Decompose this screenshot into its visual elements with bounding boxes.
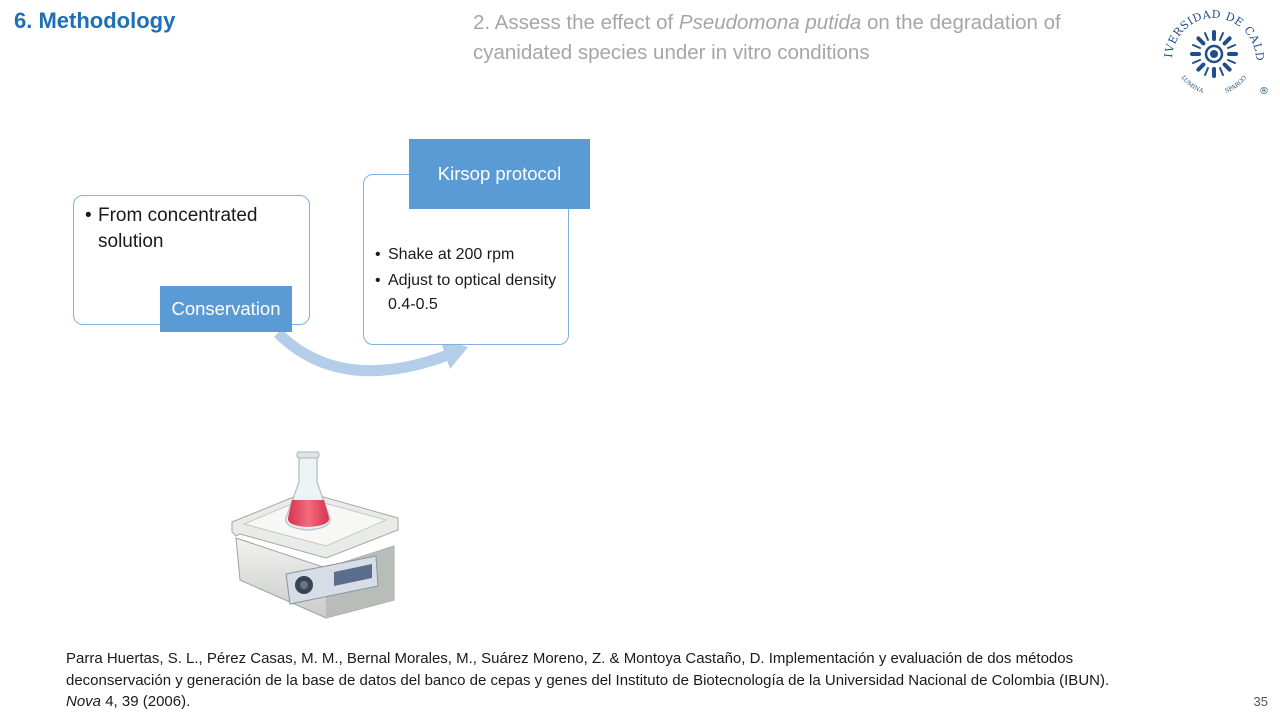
conservation-bullets: From concentrated solution (80, 203, 300, 255)
university-seal-logo: UNIVERSIDAD DE CALDAS LUMINA SPARGO (1158, 2, 1269, 97)
conservation-label: Conservation (160, 286, 292, 332)
citation-text: Parra Huertas, S. L., Pérez Casas, M. M.… (66, 650, 1110, 689)
page-number: 35 (1253, 694, 1268, 709)
sun-icon (1190, 30, 1238, 78)
conservation-bullet: From concentrated solution (80, 203, 300, 255)
flow-arrow (274, 329, 468, 377)
objective-species: Pseudomona putida (678, 11, 862, 34)
objective-heading: 2. Assess the effect of Pseudomona putid… (473, 8, 1163, 68)
magnetic-stirrer-image (231, 451, 399, 619)
objective-suffix: on the degradation of cyanidated species… (473, 11, 1061, 64)
citation-volume: 4, 39 (2006). (101, 693, 191, 710)
kirsop-label: Kirsop protocol (409, 139, 590, 209)
svg-text:®: ® (1259, 86, 1269, 97)
svg-text:LUMINA: LUMINA (1179, 74, 1204, 95)
objective-prefix: 2. Assess the effect of (473, 11, 679, 34)
section-title: 6. Methodology (14, 8, 176, 33)
kirsop-bullet-shake: Shake at 200 rpm (370, 243, 560, 267)
kirsop-bullets: Shake at 200 rpm Adjust to optical densi… (370, 243, 560, 319)
citation: Parra Huertas, S. L., Pérez Casas, M. M.… (66, 648, 1146, 713)
kirsop-bullet-density: Adjust to optical density 0.4-0.5 (370, 269, 560, 317)
svg-text:SPARGO: SPARGO (1224, 74, 1248, 94)
citation-journal: Nova (66, 693, 102, 710)
